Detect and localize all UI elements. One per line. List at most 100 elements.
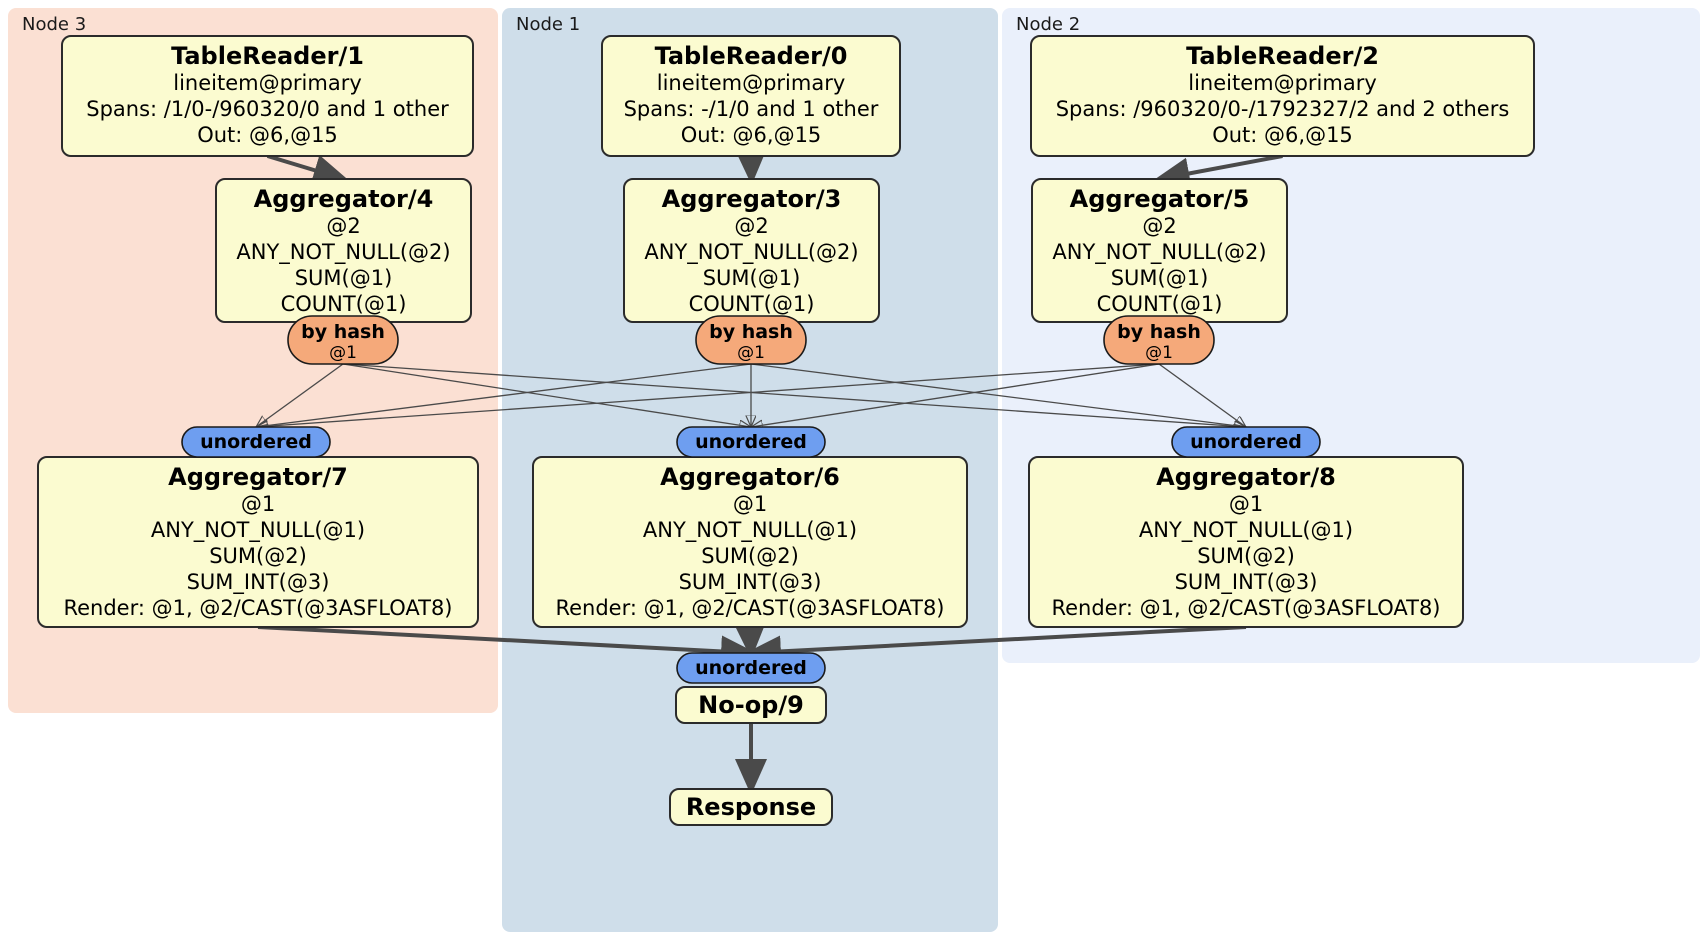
box-title: Aggregator/7	[168, 463, 348, 491]
box-frame	[1030, 35, 1535, 157]
processor-box-aggregator-3[interactable]: Aggregator/3@2ANY_NOT_NULL(@2)SUM(@1)COU…	[623, 178, 880, 323]
edge-byhash-5-to-unordered-6	[751, 363, 1160, 427]
edge-byhash-4-to-unordered-6	[342, 363, 751, 427]
pill-label: unordered	[200, 431, 312, 453]
box-title: TableReader/2	[1186, 42, 1379, 70]
box-detail-line: @2	[326, 214, 360, 238]
pill-label: unordered	[1190, 431, 1302, 453]
pill-label: by hash	[709, 321, 793, 343]
box-detail-line: ANY_NOT_NULL(@1)	[151, 518, 365, 543]
stream-pill-unordered-9[interactable]: unordered	[676, 652, 826, 684]
processor-box-aggregator-8[interactable]: Aggregator/8@1ANY_NOT_NULL(@1)SUM(@2)SUM…	[1028, 456, 1464, 628]
edge-byhash-4-to-unordered-7	[256, 363, 344, 427]
box-detail-line: @2	[1142, 214, 1176, 238]
box-detail-line: SUM_INT(@3)	[187, 570, 330, 595]
box-title: Response	[686, 793, 816, 821]
unordered-pill-bg	[1171, 426, 1321, 458]
edges-layer	[256, 148, 1283, 795]
box-detail-line: SUM(@2)	[1197, 544, 1295, 568]
stream-pill-byhash-3[interactable]: by hash@1	[695, 315, 807, 365]
edge-byhash-3-to-unordered-8	[750, 363, 1246, 427]
box-detail-line: lineitem@primary	[1188, 71, 1377, 95]
box-frame	[601, 35, 901, 157]
box-detail-line: Out: @6,@15	[1212, 123, 1353, 147]
stream-pill-byhash-5[interactable]: by hash@1	[1103, 315, 1215, 365]
box-detail-line: lineitem@primary	[173, 71, 362, 95]
pill-label: by hash	[301, 321, 385, 343]
box-title: Aggregator/6	[660, 463, 840, 491]
pill-sublabel: @1	[1145, 343, 1173, 363]
edge-tablereader-1-to-aggregator-4	[266, 154, 350, 186]
box-detail-line: Spans: /960320/0-/1792327/2 and 2 others	[1056, 97, 1510, 121]
box-frame	[61, 35, 474, 157]
by-hash-pill-bg	[695, 315, 807, 365]
box-detail-line: COUNT(@1)	[281, 292, 407, 316]
box-detail-line: SUM(@1)	[295, 266, 393, 290]
processor-box-noop-9[interactable]: No-op/9	[675, 686, 827, 724]
edge-tablereader-0-to-aggregator-3	[734, 148, 767, 185]
box-detail-line: @1	[1229, 492, 1263, 516]
pill-label: unordered	[695, 657, 807, 679]
stream-pill-unordered-6[interactable]: unordered	[676, 426, 826, 458]
box-detail-line: ANY_NOT_NULL(@2)	[1052, 240, 1266, 265]
edge-aggregator-6-to-unordered-9	[733, 622, 766, 659]
edge-byhash-3-to-unordered-7	[256, 363, 752, 427]
by-hash-pill-bg	[1103, 315, 1215, 365]
box-detail-line: SUM(@2)	[209, 544, 307, 568]
box-detail-line: SUM(@2)	[701, 544, 799, 568]
edge-aggregator-8-to-unordered-9	[745, 625, 1247, 668]
pill-label: unordered	[695, 431, 807, 453]
box-detail-line: COUNT(@1)	[689, 292, 815, 316]
box-title: No-op/9	[698, 691, 804, 719]
box-detail-line: ANY_NOT_NULL(@2)	[236, 240, 450, 265]
box-detail-line: SUM_INT(@3)	[1175, 570, 1318, 595]
node-panel-label: Node 2	[1016, 14, 1080, 35]
processor-box-aggregator-4[interactable]: Aggregator/4@2ANY_NOT_NULL(@2)SUM(@1)COU…	[215, 178, 472, 323]
edge-byhash-5-to-unordered-7	[256, 363, 1160, 427]
box-detail-line: Out: @6,@15	[197, 123, 338, 147]
pill-sublabel: @1	[329, 343, 357, 363]
edge-byhash-5-to-unordered-8	[1158, 363, 1246, 427]
pill-label: by hash	[1117, 321, 1201, 343]
box-detail-line: COUNT(@1)	[1097, 292, 1223, 316]
box-detail-line: Spans: -/1/0 and 1 other	[624, 97, 879, 121]
box-title: Aggregator/3	[662, 185, 842, 213]
edge-byhash-4-to-unordered-8	[342, 363, 1246, 427]
unordered-pill-bg	[676, 652, 826, 684]
by-hash-pill-bg	[287, 315, 399, 365]
stream-pill-unordered-7[interactable]: unordered	[181, 426, 331, 458]
processor-box-aggregator-7[interactable]: Aggregator/7@1ANY_NOT_NULL(@1)SUM(@2)SUM…	[37, 456, 479, 628]
edge-aggregator-7-to-unordered-9	[257, 625, 757, 668]
box-detail-line: Render: @1, @2/CAST(@3ASFLOAT8)	[63, 596, 452, 620]
box-detail-line: Render: @1, @2/CAST(@3ASFLOAT8)	[555, 596, 944, 620]
stream-pill-byhash-4[interactable]: by hash@1	[287, 315, 399, 365]
stream-pill-unordered-8[interactable]: unordered	[1171, 426, 1321, 458]
box-detail-line: ANY_NOT_NULL(@1)	[1139, 518, 1353, 543]
box-frame	[669, 788, 833, 826]
processor-box-aggregator-6[interactable]: Aggregator/6@1ANY_NOT_NULL(@1)SUM(@2)SUM…	[532, 456, 968, 628]
box-detail-line: Spans: /1/0-/960320/0 and 1 other	[86, 97, 449, 121]
node-panel-label: Node 3	[22, 14, 86, 35]
box-title: Aggregator/5	[1070, 185, 1250, 213]
box-detail-line: @1	[733, 492, 767, 516]
box-detail-line: ANY_NOT_NULL(@1)	[643, 518, 857, 543]
unordered-pill-bg	[676, 426, 826, 458]
box-detail-line: lineitem@primary	[657, 71, 846, 95]
box-detail-line: ANY_NOT_NULL(@2)	[644, 240, 858, 265]
edge-tablereader-2-to-aggregator-5	[1153, 154, 1283, 190]
box-detail-line: Out: @6,@15	[681, 123, 822, 147]
box-title: Aggregator/4	[254, 185, 434, 213]
box-detail-line: SUM(@1)	[703, 266, 801, 290]
box-title: TableReader/1	[171, 42, 364, 70]
box-detail-line: SUM_INT(@3)	[679, 570, 822, 595]
box-frame	[675, 686, 827, 724]
processor-box-aggregator-5[interactable]: Aggregator/5@2ANY_NOT_NULL(@2)SUM(@1)COU…	[1031, 178, 1288, 323]
unordered-pill-bg	[181, 426, 331, 458]
processor-box-response[interactable]: Response	[669, 788, 833, 826]
